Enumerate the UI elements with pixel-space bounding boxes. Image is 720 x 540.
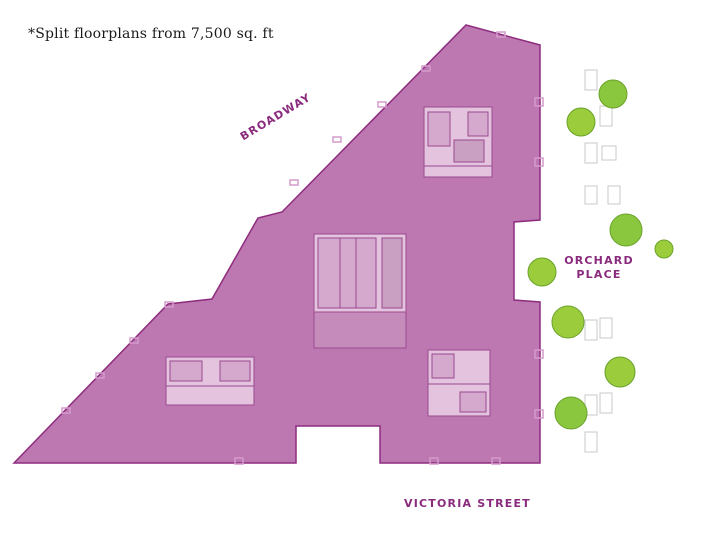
street-label-orchard-place: ORCHARD PLACE bbox=[560, 254, 638, 282]
tree bbox=[609, 213, 643, 247]
orchard-line-1: ORCHARD bbox=[564, 254, 634, 267]
tree bbox=[527, 257, 557, 287]
trees bbox=[527, 79, 674, 430]
landscape bbox=[584, 69, 621, 453]
tree bbox=[654, 239, 674, 259]
tree bbox=[598, 79, 628, 109]
core-south bbox=[427, 349, 491, 417]
tree bbox=[604, 356, 636, 388]
tree bbox=[551, 305, 585, 339]
core-west bbox=[165, 356, 255, 406]
street-label-victoria-street: VICTORIA STREET bbox=[404, 497, 531, 510]
mullion-marks bbox=[61, 31, 544, 465]
tree bbox=[554, 396, 588, 430]
tree bbox=[566, 107, 596, 137]
core-central bbox=[313, 233, 407, 349]
floorplan-note: *Split floorplans from 7,500 sq. ft bbox=[28, 26, 274, 42]
floor-slab bbox=[12, 24, 541, 464]
orchard-line-2: PLACE bbox=[576, 268, 622, 281]
core-north bbox=[423, 106, 493, 178]
